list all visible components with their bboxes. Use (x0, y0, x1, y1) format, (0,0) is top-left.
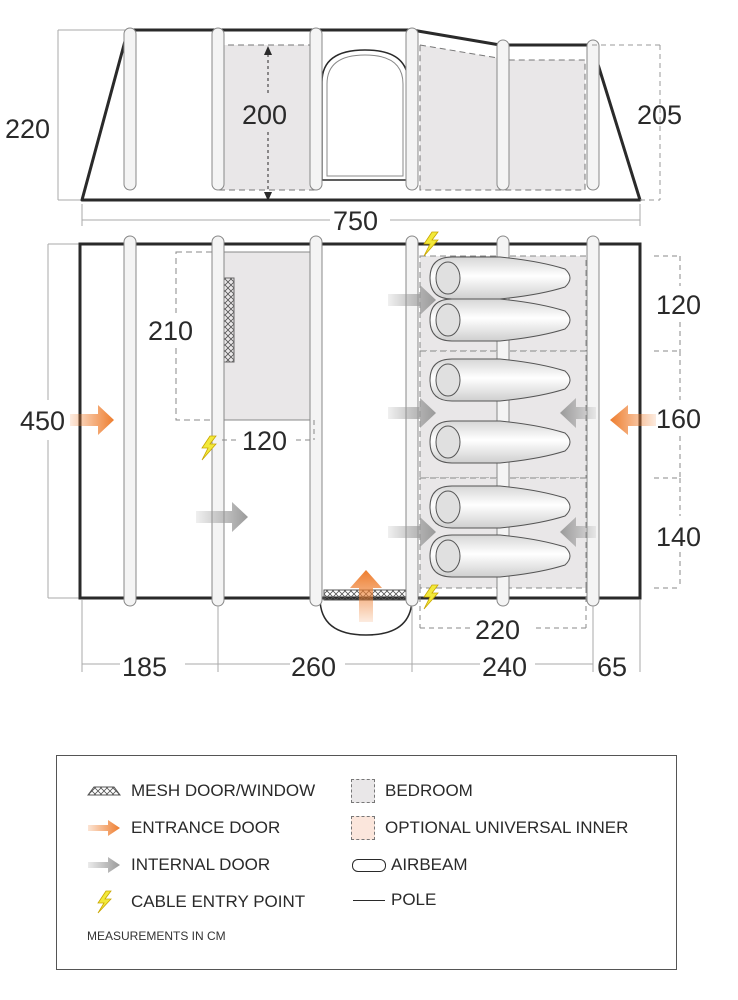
legend-cable-label: CABLE ENTRY POINT (131, 892, 306, 911)
internal-arrow (560, 398, 596, 428)
plan-airbeam-4 (405, 235, 419, 607)
internal-arrow (388, 517, 436, 547)
plan-airbeam-1 (123, 235, 137, 607)
legend-cable: CABLE ENTRY POINT (85, 889, 305, 915)
sleeping-bag (429, 420, 571, 464)
dim-240: 240 (482, 652, 527, 682)
legend-entrance: ENTRANCE DOOR (85, 815, 280, 841)
sleeping-bag (429, 358, 571, 402)
legend-internal-label: INTERNAL DOOR (131, 855, 271, 874)
dim-185: 185 (122, 652, 167, 682)
plan-width: 450 (20, 406, 65, 436)
legend-airbeam: AIRBEAM (349, 852, 468, 878)
floor-plan: 450 (20, 231, 701, 682)
lightning-icon (423, 584, 439, 610)
side-airbeam-3 (309, 27, 323, 191)
legend-bedroom: BEDROOM (349, 778, 473, 804)
legend-optional-inner: OPTIONAL UNIVERSAL INNER (349, 815, 628, 841)
legend-airbeam-label: AIRBEAM (391, 855, 468, 874)
entrance-arrow-front (350, 570, 382, 622)
dim-65: 65 (597, 652, 627, 682)
legend-internal: INTERNAL DOOR (85, 852, 270, 878)
internal-arrow (388, 285, 436, 315)
orange-arrow-icon (85, 815, 123, 841)
grey-arrow-icon (85, 852, 123, 878)
side-length: 750 (333, 206, 378, 236)
sleeping-bag (429, 485, 571, 529)
legend-pole-label: POLE (391, 890, 437, 909)
legend-pole: POLE (349, 887, 436, 913)
bedroom-swatch (349, 778, 377, 804)
internal-arrow (388, 398, 436, 428)
internal-arrow (196, 502, 248, 532)
legend-bedroom-label: BEDROOM (385, 781, 473, 800)
entrance-arrow-left (70, 405, 114, 435)
living-inner-fill (221, 251, 315, 421)
side-airbeam-6 (586, 39, 600, 191)
side-door-arch (321, 49, 409, 181)
optional-inner-swatch (349, 815, 377, 841)
living-inner-mesh (223, 277, 235, 363)
plan-airbeam-6 (586, 235, 600, 607)
legend-mesh: MESH DOOR/WINDOW (85, 778, 315, 804)
tent-plan-diagram: 220 200 205 75 (5, 27, 701, 682)
legend-entrance-label: ENTRANCE DOOR (131, 818, 281, 837)
side-height-left: 220 (5, 114, 50, 144)
plan-airbeam-3 (309, 235, 323, 607)
side-view: 220 200 205 75 (5, 27, 682, 236)
legend-mesh-label: MESH DOOR/WINDOW (131, 781, 316, 800)
plan-airbeam-2 (211, 235, 225, 607)
lightning-icon (85, 889, 123, 915)
sleeping-bag (429, 298, 571, 342)
living-inner-width: 120 (242, 426, 287, 456)
bedroom-depth-1: 120 (656, 290, 701, 320)
side-airbeam-5 (496, 39, 510, 191)
sleeping-bag (429, 534, 571, 578)
internal-arrow (560, 517, 596, 547)
mesh-icon (85, 778, 123, 804)
bedroom-depth-2: 160 (656, 404, 701, 434)
bedroom-length: 220 (475, 615, 520, 645)
side-airbeam-1 (123, 27, 137, 191)
side-airbeam-4 (405, 27, 419, 191)
side-height-right: 205 (637, 100, 682, 130)
sleeping-bag (429, 256, 571, 300)
side-airbeam-2 (211, 27, 225, 191)
airbeam-icon (349, 852, 389, 878)
bedroom-depth-3: 140 (656, 522, 701, 552)
entrance-arrow-right (610, 405, 656, 435)
dim-260: 260 (291, 652, 336, 682)
lightning-icon (423, 231, 439, 257)
sleeping-bags (429, 256, 571, 578)
living-inner-height: 210 (148, 316, 193, 346)
pole-icon (349, 887, 389, 913)
lightning-icon (201, 435, 217, 461)
side-height-inner: 200 (242, 100, 287, 130)
measurements-note: MEASUREMENTS IN CM (87, 929, 226, 943)
legend-optional-inner-label: OPTIONAL UNIVERSAL INNER (385, 818, 629, 837)
legend: MESH DOOR/WINDOW ENTRANCE DOOR INTERNAL … (56, 755, 677, 970)
